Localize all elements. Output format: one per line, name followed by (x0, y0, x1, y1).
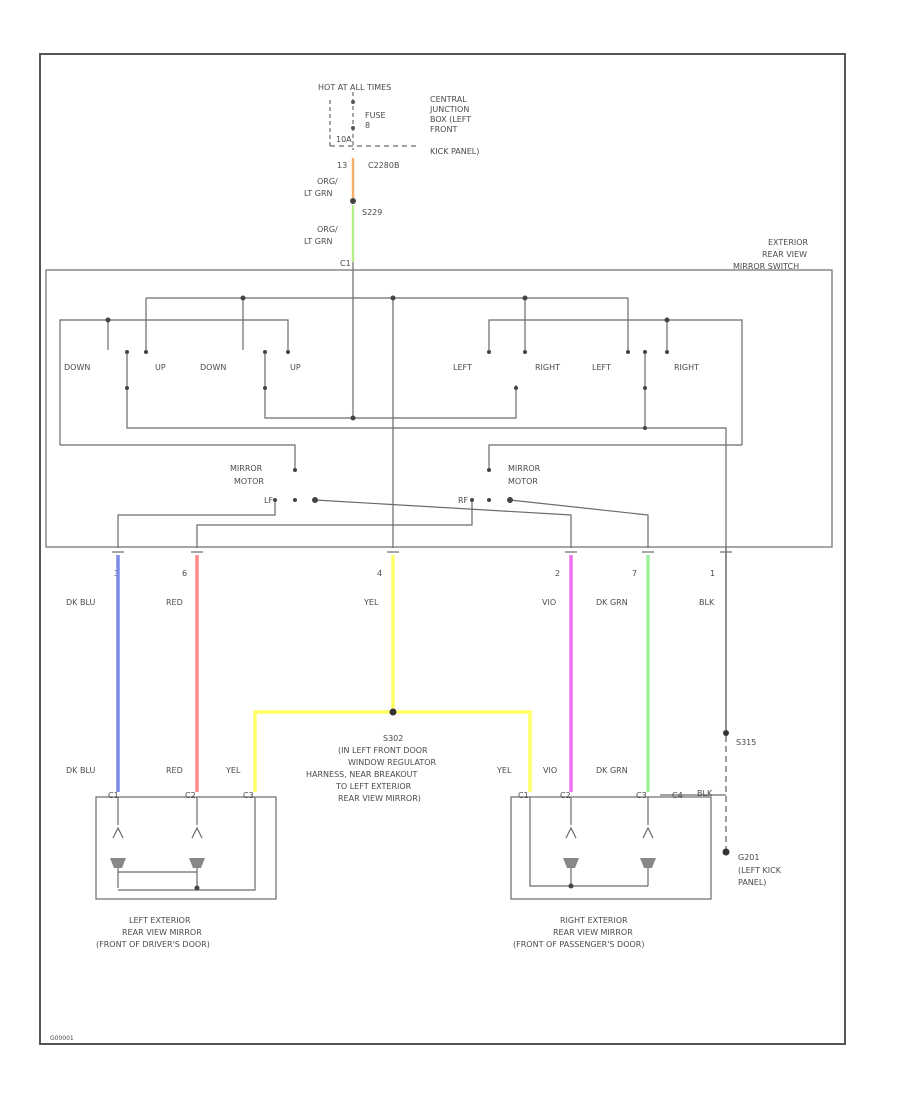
right-mirror-pin-4: C4 (672, 791, 683, 800)
lower-label-blk: BLK (697, 789, 713, 798)
wire-top-color-2a: ORG/ (317, 225, 338, 234)
switch-junctions (105, 295, 670, 503)
fuse-label: FUSE (365, 111, 386, 120)
right-mirror-label-1: RIGHT EXTERIOR (560, 916, 628, 925)
wire-label-red: RED (166, 598, 183, 607)
switch-label-down-2: DOWN (200, 363, 226, 372)
splice-s302-desc-3: HARNESS, NEAR BREAKOUT (306, 770, 417, 779)
switch-title-1: EXTERIOR (768, 238, 809, 247)
splice-s302-desc-5: REAR VIEW MIRROR) (338, 794, 421, 803)
wire-top-color-2b: LT GRN (304, 237, 333, 246)
pin-1-label: 1 (710, 569, 715, 578)
pin-top-label: 13 (337, 161, 347, 170)
switch-label-right-1: RIGHT (535, 363, 560, 372)
wire-label-dk-blu: DK BLU (66, 598, 95, 607)
ground-g201-dot (722, 848, 730, 856)
left-mirror-label-3: (FRONT OF DRIVER'S DOOR) (96, 940, 210, 949)
switch-label-up-1: UP (155, 363, 166, 372)
connector-top-label: C2280B (368, 161, 399, 170)
right-mirror-pin-1: C1 (518, 791, 529, 800)
switch-module-box (45, 269, 833, 548)
diagram-border (39, 53, 846, 1045)
left-mirror-pin-3: C3 (243, 791, 254, 800)
select-right-label: RF (458, 496, 469, 505)
lower-label-yel-left: YEL (225, 766, 241, 775)
pin-2-label: 2 (555, 569, 560, 578)
switch-title-2: REAR VIEW (762, 250, 807, 259)
select-left-label: LF (264, 496, 273, 505)
lower-label-yel-right: YEL (496, 766, 512, 775)
left-mirror-junction (194, 885, 200, 891)
splice-s315-label: S315 (736, 738, 756, 747)
wire-label-yel: YEL (363, 598, 379, 607)
wire-label-dk-grn: DK GRN (596, 598, 628, 607)
splice-top-dot (350, 198, 356, 204)
switch-pin-top: C1 (340, 259, 351, 268)
pin-6-label: 6 (182, 569, 187, 578)
wire-label-blk: BLK (699, 598, 715, 607)
right-mirror-internals (529, 797, 654, 887)
mirror-motor-right-2: MOTOR (508, 477, 538, 486)
fuse-rating: 10A (336, 135, 352, 144)
lower-label-red: RED (166, 766, 183, 775)
splice-top-label: S229 (362, 208, 382, 217)
pin-4-label: 4 (377, 569, 382, 578)
right-mirror-pin-3: C3 (636, 791, 647, 800)
left-mirror-pin-1: C1 (108, 791, 119, 800)
left-mirror-label-2: REAR VIEW MIRROR (122, 928, 202, 937)
left-motors (110, 858, 205, 868)
switch-title-3: MIRROR SWITCH (733, 262, 799, 271)
right-motors (563, 858, 656, 868)
cjb-label-2: JUNCTION (429, 105, 469, 114)
fuse-terminal-top (351, 100, 355, 104)
wire-top-color-1a: ORG/ (317, 177, 338, 186)
right-mirror-junction (568, 883, 574, 889)
splice-s302-desc-4: TO LEFT EXTERIOR (335, 782, 412, 791)
right-mirror-pin-2: C2 (560, 791, 571, 800)
switch-label-right-2: RIGHT (674, 363, 699, 372)
lower-label-vio: VIO (543, 766, 557, 775)
wire-top-color-1b: LT GRN (304, 189, 333, 198)
mirror-motor-right-1: MIRROR (508, 464, 541, 473)
lower-label-dk-grn: DK GRN (596, 766, 628, 775)
ground-g201-desc-2: PANEL) (738, 878, 766, 887)
hot-at-all-times-label: HOT AT ALL TIMES (318, 83, 391, 92)
mirror-motor-left-2: MOTOR (234, 477, 264, 486)
left-mirror-box (95, 796, 277, 900)
switch-label-down-1: DOWN (64, 363, 90, 372)
splice-s302-desc-1: (IN LEFT FRONT DOOR (338, 746, 428, 755)
splice-s302-id: S302 (383, 734, 403, 743)
pin-7-label: 7 (632, 569, 637, 578)
switch-label-up-2: UP (290, 363, 301, 372)
cjb-label-1: CENTRAL (430, 95, 467, 104)
right-mirror-label-3: (FRONT OF PASSENGER'S DOOR) (513, 940, 644, 949)
left-mirror-internals (112, 797, 256, 891)
pin-labels: 3 6 4 2 7 1 (114, 569, 715, 578)
splice-s315-dot (723, 730, 729, 736)
mirror-motor-left-1: MIRROR (230, 464, 263, 473)
left-mirror-label-1: LEFT EXTERIOR (129, 916, 191, 925)
ground-g201-id: G201 (738, 853, 759, 862)
cjb-label-4: FRONT (430, 125, 457, 134)
cjb-label-3: BOX (LEFT (430, 115, 471, 124)
lower-label-dk-blu: DK BLU (66, 766, 95, 775)
splice-s302-dot (389, 708, 397, 716)
fuse-terminal-bottom (351, 126, 355, 130)
switch-label-left-1: LEFT (453, 363, 472, 372)
switch-internal-wiring (59, 262, 743, 548)
right-mirror-label-2: REAR VIEW MIRROR (553, 928, 633, 937)
ground-g201-desc-1: (LEFT KICK (738, 866, 782, 875)
cjb-label-5: KICK PANEL) (430, 147, 479, 156)
fuse-number: 8 (365, 121, 370, 130)
diagram-code: G00001 (50, 1035, 74, 1042)
right-mirror-box (510, 796, 712, 900)
splice-s302-desc-2: WINDOW REGULATOR (348, 758, 437, 767)
switch-label-left-2: LEFT (592, 363, 611, 372)
wire-label-vio: VIO (542, 598, 556, 607)
left-mirror-pin-2: C2 (185, 791, 196, 800)
